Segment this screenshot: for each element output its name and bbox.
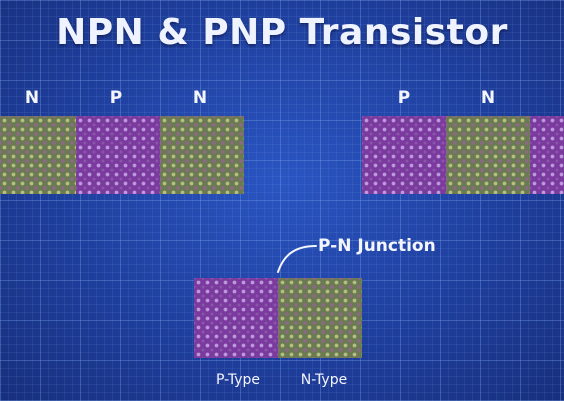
pnp-p-region-1 bbox=[362, 116, 446, 194]
junction-p-region bbox=[194, 278, 278, 358]
n-type-label: N-Type bbox=[300, 372, 348, 388]
npn-p-region bbox=[76, 116, 160, 194]
junction-label: P-N Junction bbox=[318, 236, 436, 256]
pnp-label-n: N bbox=[480, 88, 496, 108]
pnp-n-region bbox=[446, 116, 530, 194]
pnp-label-p: P bbox=[397, 88, 411, 108]
npn-n-region-2 bbox=[160, 116, 244, 194]
pnp-p-region-2 bbox=[530, 116, 564, 194]
page-title: NPN & PNP Transistor bbox=[56, 12, 508, 53]
npn-label-p: P bbox=[109, 88, 123, 108]
junction-pointer-icon bbox=[277, 245, 317, 273]
npn-label-n2: N bbox=[192, 88, 208, 108]
junction-n-region bbox=[278, 278, 362, 358]
npn-n-region-1 bbox=[0, 116, 76, 194]
npn-label-n1: N bbox=[24, 88, 40, 108]
p-type-label: P-Type bbox=[215, 372, 261, 388]
